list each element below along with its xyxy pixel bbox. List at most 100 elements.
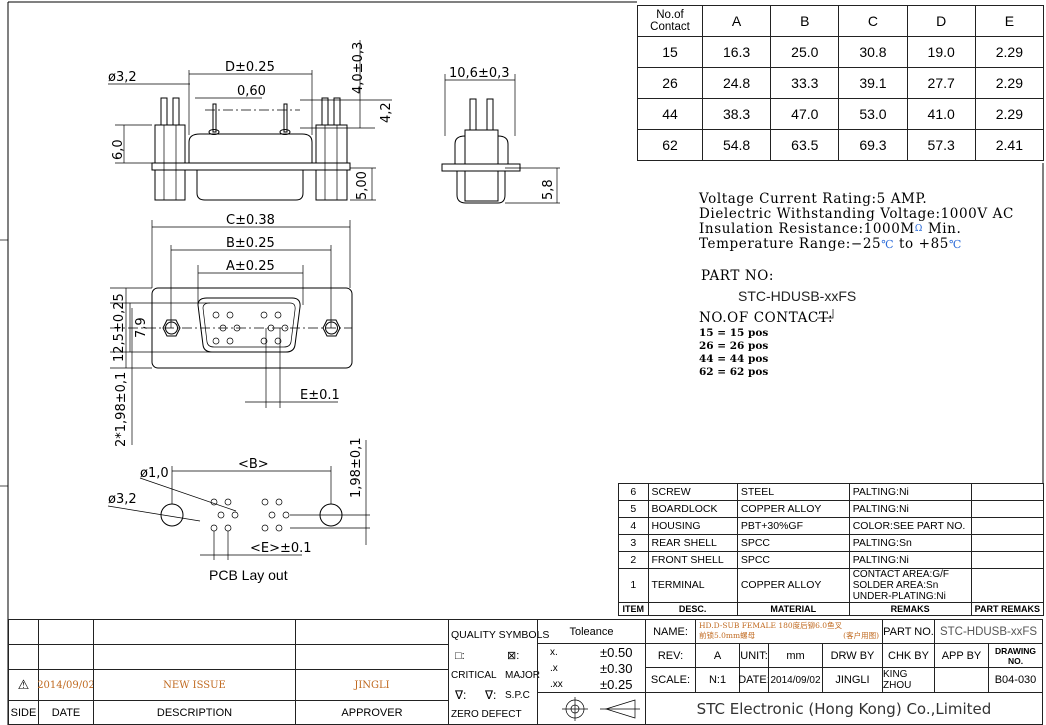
dim-5-00: 5,00 bbox=[355, 171, 370, 200]
dim-4-0: 4,0±0,3 bbox=[351, 42, 366, 94]
dim-4-2: 4,2 bbox=[379, 102, 394, 123]
cell: 2.29 bbox=[974, 98, 1045, 130]
rev-cell bbox=[93, 619, 296, 645]
cell: 25.0 bbox=[770, 36, 840, 68]
revision-approver: JINGLI bbox=[295, 669, 449, 701]
bom-material: STEEL bbox=[736, 483, 850, 501]
chk-by-value: KING ZHOU bbox=[882, 667, 935, 693]
contact-option: 15 = 15 pos bbox=[699, 327, 769, 339]
dim-10-6: 10,6±0,3 bbox=[449, 66, 510, 81]
tolerance-title: Toleance bbox=[537, 619, 646, 644]
cell: 24.8 bbox=[701, 67, 772, 99]
spc-symbol: ∇: bbox=[485, 688, 497, 702]
product-name-note: (客户用图) bbox=[843, 631, 879, 640]
projection-symbol bbox=[537, 692, 646, 725]
critical-symbol: □: bbox=[455, 650, 465, 662]
cell: 44 bbox=[637, 98, 703, 130]
spec-temperature: Temperature Range:−25℃ to +85℃ bbox=[699, 237, 962, 252]
header-description: DESCRIPTION bbox=[93, 700, 296, 725]
cell: 54.8 bbox=[701, 129, 772, 161]
cell: 62 bbox=[637, 129, 703, 161]
rev-value: A bbox=[695, 643, 740, 668]
tolerance-format: x. bbox=[550, 647, 558, 658]
product-name: HD.D-SUB FEMALE 180度后铆6.0鱼叉 前锁5.0mm螺母(客户… bbox=[695, 619, 883, 644]
dim-pitch-0-60: 0,60 bbox=[237, 84, 266, 99]
part-no-value: STC-HDUSB-xxFS bbox=[738, 288, 857, 304]
bom-desc: TERMINAL bbox=[647, 568, 738, 603]
pcb-layout: <B> ø1,0 ø3,2 1,98±0,1 <E>±0.1 PCB Lay o… bbox=[107, 437, 370, 583]
bom-part-remarks bbox=[970, 534, 1045, 552]
cell: 33.3 bbox=[770, 67, 840, 99]
cell: 41.0 bbox=[906, 98, 976, 130]
pcb-dim-e: <E>±0.1 bbox=[250, 541, 312, 556]
app-by-value bbox=[934, 667, 989, 693]
rev-cell bbox=[295, 619, 449, 645]
cell: 16.3 bbox=[701, 36, 772, 68]
name-label: NAME: bbox=[645, 619, 696, 644]
revision-description: NEW ISSUE bbox=[93, 669, 296, 701]
spec-text: to +85 bbox=[894, 236, 949, 252]
rev-cell bbox=[8, 619, 39, 645]
pcb-dim-dia-1-0: ø1,0 bbox=[140, 466, 169, 481]
bom-material: COPPER ALLOY bbox=[736, 500, 850, 518]
tolerance-value: ±0.30 bbox=[600, 661, 633, 676]
major-label: MAJOR bbox=[505, 670, 540, 681]
header-b: B bbox=[770, 5, 840, 37]
header-a: A bbox=[701, 5, 772, 37]
bom-item: 2 bbox=[618, 551, 649, 569]
table-header-row: No.of Contact A B C D E bbox=[637, 5, 1045, 37]
part-no-label: PART NO: bbox=[701, 268, 775, 284]
third-angle-projection-icon bbox=[562, 697, 640, 721]
tolerance-values: x. ±0.50 .x ±0.30 .xx ±0.25 bbox=[537, 643, 646, 693]
unit-label: UNIT: bbox=[739, 643, 769, 668]
pcb-layout-title: PCB Lay out bbox=[209, 567, 288, 583]
header-desc: DESC. bbox=[647, 602, 738, 616]
revision-date: 2014/09/02 bbox=[37, 669, 95, 701]
cell: 39.1 bbox=[838, 67, 908, 99]
rev-cell bbox=[93, 644, 296, 670]
bom-remarks: COLOR:SEE PART NO. bbox=[848, 517, 972, 535]
bom-desc: HOUSING bbox=[647, 517, 738, 535]
cell: 27.7 bbox=[906, 67, 976, 99]
rev-cell bbox=[38, 644, 94, 670]
dim-e: E±0.1 bbox=[300, 388, 340, 403]
header-no-of-contact: No.of Contact bbox=[637, 5, 703, 37]
contact-options-list: 15 = 15 pos 26 = 26 pos 44 = 44 pos 62 =… bbox=[699, 327, 768, 379]
bom-material: PBT+30%GF bbox=[736, 517, 850, 535]
cell: 63.5 bbox=[770, 129, 840, 161]
critical-label: CRITICAL bbox=[451, 670, 497, 681]
date-value: 2014/09/02 bbox=[768, 667, 823, 693]
tolerance-format: .xx bbox=[550, 679, 563, 690]
bom-material: SPCC bbox=[736, 534, 850, 552]
header-d: D bbox=[906, 5, 976, 37]
bom-remarks: PALTING:Ni bbox=[848, 483, 972, 501]
header-item: ITEM bbox=[618, 602, 649, 616]
side-view: 10,6±0,3 5,8 bbox=[441, 66, 560, 204]
dim-row-pitch: 2*1,98±0,1 bbox=[114, 372, 129, 447]
tolerance-format: .x bbox=[550, 663, 558, 674]
quality-title: QUALITY SYMBOLS bbox=[451, 629, 550, 641]
spec-insulation: Insulation Resistance:1000MΩ Min. bbox=[699, 222, 961, 237]
dim-dia-3-2: ø3,2 bbox=[108, 70, 137, 85]
bom-desc: REAR SHELL bbox=[647, 534, 738, 552]
unit-value: mm bbox=[768, 643, 823, 668]
dim-a: A±0.25 bbox=[226, 259, 275, 274]
rev-cell bbox=[38, 619, 94, 645]
celsius-symbol: ℃ bbox=[948, 238, 962, 251]
ohm-symbol: Ω bbox=[914, 224, 923, 234]
header-material: MATERIAL bbox=[736, 602, 850, 616]
product-name-line: HD.D-SUB FEMALE 180度后铆6.0鱼叉 bbox=[699, 621, 843, 630]
bottom-view: C±0.38 B±0.25 A±0.25 12,5±0,25 7,9 2*1,9… bbox=[110, 213, 353, 447]
bom-item: 6 bbox=[618, 483, 649, 501]
spc-label: S.P.C bbox=[505, 690, 530, 701]
company-name: STC Electronic (Hong Kong) Co.,Limited bbox=[645, 692, 1043, 725]
